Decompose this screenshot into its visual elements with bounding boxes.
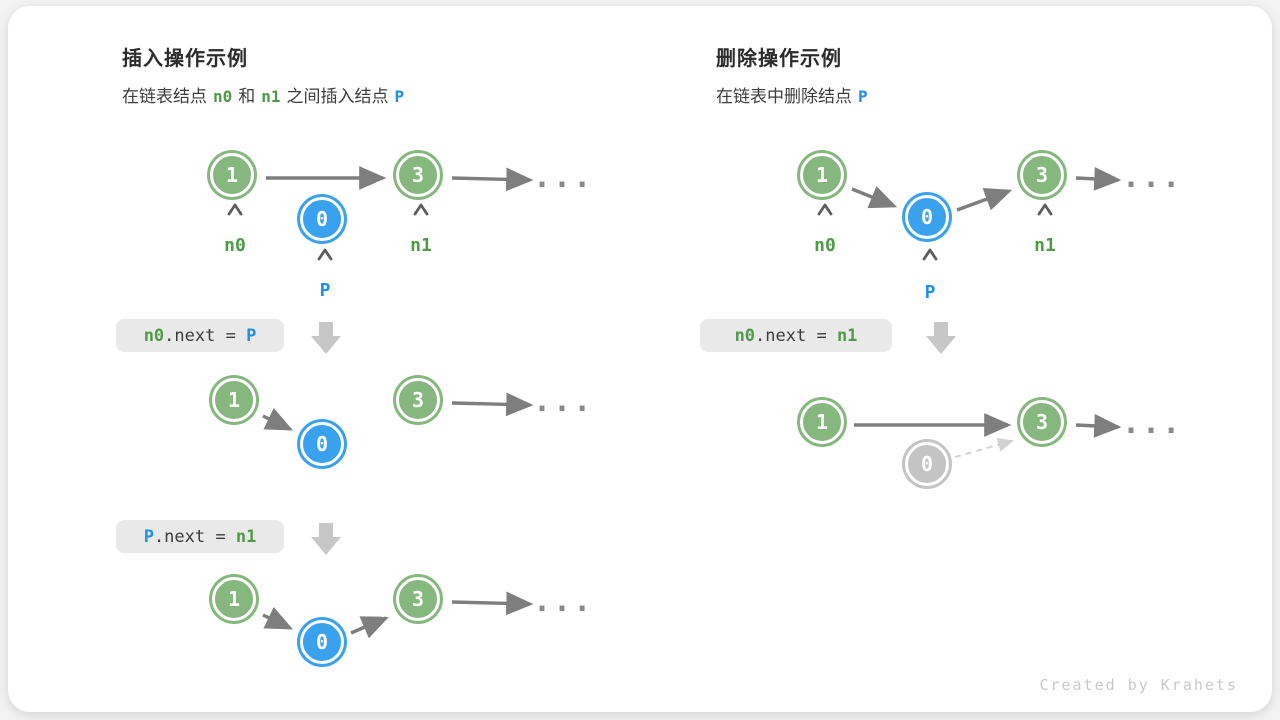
ellipsis: ... — [533, 384, 594, 419]
node-value: 1 — [815, 163, 829, 187]
node-value: 0 — [920, 205, 934, 229]
insert-subtitle: 在链表结点 n0 和 n1 之间插入结点 P — [122, 82, 410, 107]
list-node: 0 — [300, 197, 344, 241]
subtitle-text: 在链表中删除结点 — [716, 87, 852, 106]
list-node: 3 — [396, 378, 440, 422]
code-token: P — [143, 526, 154, 547]
ellipsis: ... — [1122, 160, 1183, 195]
node-value: 1 — [227, 388, 241, 412]
code-token: n0 — [734, 325, 756, 346]
subtitle-text: 和 — [238, 87, 256, 106]
code-token: n0 — [143, 325, 165, 346]
pointer-label-n1: n1 — [410, 235, 432, 256]
list-node: 0 — [905, 195, 949, 239]
list-node: 1 — [212, 378, 256, 422]
code-token: n1 — [235, 526, 257, 547]
code-token: n1 — [836, 325, 858, 346]
token-p: P — [394, 87, 405, 106]
list-node: 0 — [300, 620, 344, 664]
code-token: P — [246, 325, 257, 346]
list-node: 0 — [300, 422, 344, 466]
list-node-removed: 0 — [905, 442, 949, 486]
node-value: 3 — [1035, 163, 1049, 187]
code-snippet: P.next = n1 — [116, 520, 284, 553]
code-token: .next = — [153, 526, 236, 547]
diagram-card — [8, 6, 1272, 712]
insert-title: 插入操作示例 — [122, 48, 248, 70]
list-node: 1 — [800, 400, 844, 444]
subtitle-text: 在链表结点 — [122, 87, 207, 106]
node-value: 3 — [411, 587, 425, 611]
list-node: 3 — [396, 153, 440, 197]
node-value: 1 — [225, 163, 239, 187]
node-value: 1 — [227, 587, 241, 611]
list-node: 1 — [210, 153, 254, 197]
list-node: 3 — [1020, 400, 1064, 444]
node-value: 1 — [815, 410, 829, 434]
list-node: 3 — [1020, 153, 1064, 197]
code-snippet: n0.next = P — [116, 319, 284, 352]
credit-text: Created by Krahets — [1039, 676, 1238, 694]
list-node: 3 — [396, 577, 440, 621]
node-value: 0 — [315, 432, 329, 456]
code-snippet: n0.next = n1 — [700, 319, 892, 352]
node-value: 0 — [315, 207, 329, 231]
node-value: 3 — [411, 388, 425, 412]
ellipsis: ... — [533, 160, 594, 195]
node-value: 3 — [411, 163, 425, 187]
node-value: 3 — [1035, 410, 1049, 434]
ellipsis: ... — [1122, 406, 1183, 441]
token-p: P — [858, 87, 868, 106]
token-n0: n0 — [213, 87, 233, 106]
pointer-label-p: P — [924, 282, 936, 303]
node-value: 0 — [315, 630, 329, 654]
pointer-label-n1: n1 — [1034, 235, 1056, 256]
list-node: 1 — [212, 577, 256, 621]
pointer-label-p: P — [319, 280, 331, 301]
pointer-label-n0: n0 — [224, 235, 246, 256]
delete-subtitle: 在链表中删除结点 P — [716, 82, 874, 107]
node-value: 0 — [920, 452, 934, 476]
delete-title: 删除操作示例 — [716, 48, 842, 70]
token-n1: n1 — [261, 87, 281, 106]
ellipsis: ... — [533, 584, 594, 619]
subtitle-text: 之间插入结点 — [286, 87, 389, 106]
list-node: 1 — [800, 153, 844, 197]
pointer-label-n0: n0 — [814, 235, 836, 256]
code-token: .next = — [755, 325, 837, 346]
code-token: .next = — [164, 325, 247, 346]
